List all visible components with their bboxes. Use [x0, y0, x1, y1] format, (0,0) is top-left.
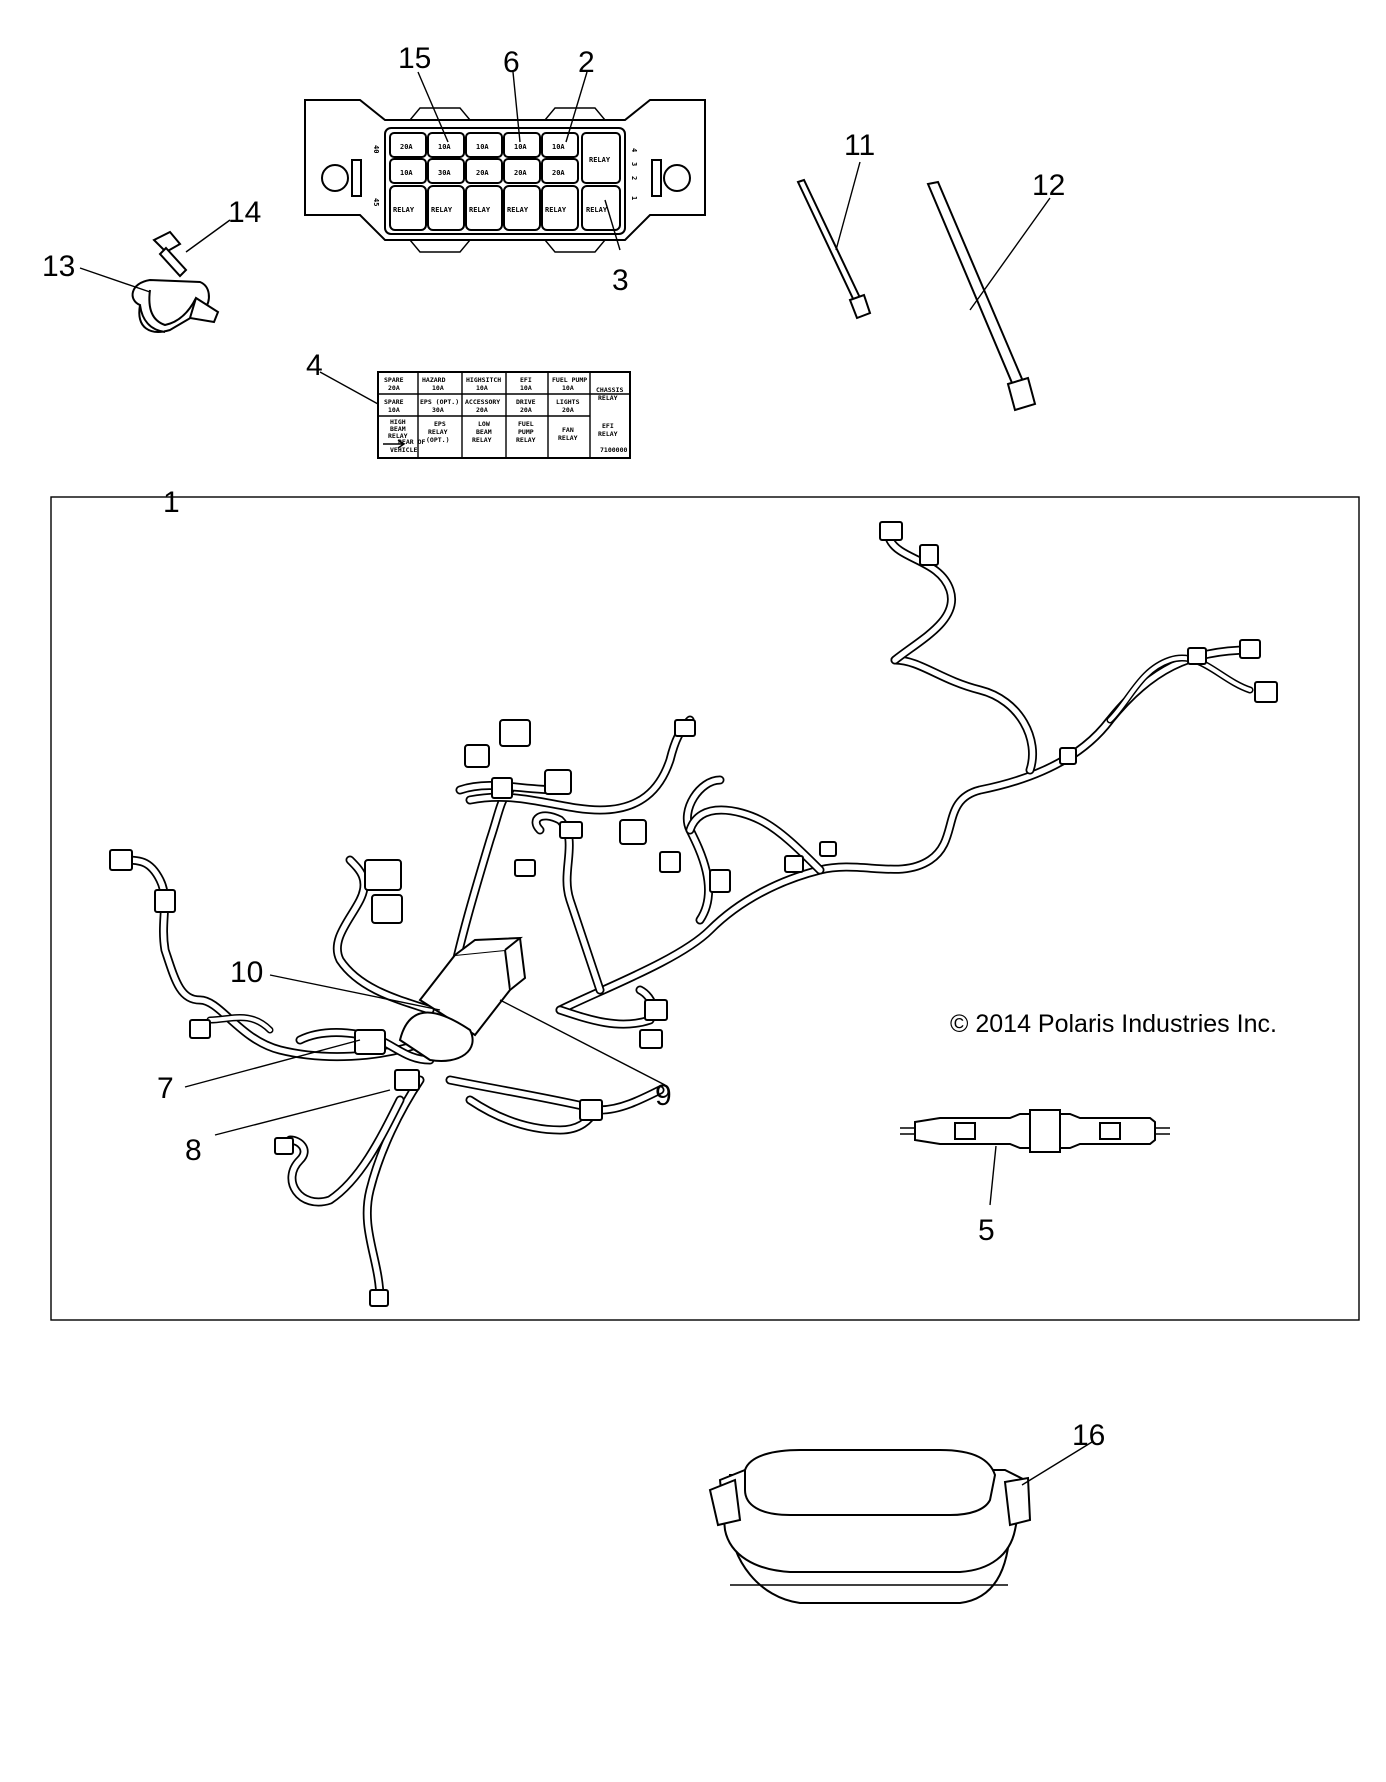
label-r1c3-a: HIGHSITCH — [466, 376, 501, 384]
fuse-row-1: 20A 10A 10A 10A 10A RELAY — [389, 132, 621, 184]
label-r3c3-c: RELAY — [472, 436, 492, 444]
label-part-no: 7100000 — [600, 446, 627, 454]
callout-2: 2 — [578, 46, 595, 79]
callout-6: 6 — [503, 46, 520, 79]
label-r3c2-b: RELAY — [428, 428, 448, 436]
callout-7: 7 — [157, 1072, 174, 1105]
callout-14: 14 — [228, 196, 261, 229]
label-r1c3-b: 10A — [476, 384, 488, 392]
fuse-row-2: 10A 30A 20A 20A 20A — [389, 158, 579, 184]
fuse-r2-5: 20A — [552, 169, 565, 177]
label-r3c4-c: RELAY — [516, 436, 536, 444]
label-r3c1-b: BEAM — [390, 425, 406, 433]
cable-tie-large — [926, 180, 1037, 412]
label-r1c1-b: 20A — [388, 384, 400, 392]
harness-fuse-housing — [398, 936, 527, 1062]
fuse-r1-3: 10A — [476, 143, 489, 151]
fuse-box-num-1: 1 — [630, 196, 638, 200]
label-r3c3-b: BEAM — [476, 428, 492, 436]
fuse-r1-2: 10A — [438, 143, 451, 151]
fuse-label: SPARE 20A HAZARD 10A HIGHSITCH 10A EFI 1… — [377, 371, 631, 459]
callout-9: 9 — [655, 1079, 672, 1112]
fuse-r2-3: 20A — [476, 169, 489, 177]
label-r1c5-b: 10A — [562, 384, 574, 392]
fuse-r2-1: 10A — [400, 169, 413, 177]
copyright: © 2014 Polaris Industries Inc. — [950, 1010, 1277, 1038]
label-r2c1-b: 10A — [388, 406, 400, 414]
relay-5: RELAY — [545, 206, 567, 214]
fuse-r1-5: 10A — [552, 143, 565, 151]
relay-1: RELAY — [393, 206, 415, 214]
label-r1c1-a: SPARE — [384, 376, 404, 384]
fuse-box-num-4: 4 — [630, 148, 638, 152]
label-r2c3-b: 20A — [476, 406, 488, 414]
relay-2: RELAY — [431, 206, 453, 214]
label-r1c2-a: HAZARD — [422, 376, 446, 384]
label-r3c3-a: LOW — [478, 420, 490, 428]
label-r2c5-a: LIGHTS — [556, 398, 580, 406]
relay-3: RELAY — [469, 206, 491, 214]
fuse-r1-6: RELAY — [589, 156, 611, 164]
callout-1: 1 — [163, 486, 180, 519]
label-r3c4-a: FUEL — [518, 420, 534, 428]
inline-fuse-holder — [900, 1109, 1170, 1153]
label-r3c1-c: RELAY — [388, 432, 408, 440]
relay-4: RELAY — [507, 206, 529, 214]
label-r2c2-b: 30A — [432, 406, 444, 414]
label-r2c2-a: EPS (OPT.) — [420, 398, 459, 406]
fuse-r1-1: 20A — [400, 143, 413, 151]
fuse-box-cover — [708, 1449, 1032, 1604]
label-r1c2-b: 10A — [432, 384, 444, 392]
label-r3c6-b: RELAY — [598, 430, 618, 438]
label-r2c1-a: SPARE — [384, 398, 404, 406]
fuse-r1-4: 10A — [514, 143, 527, 151]
fuse-box-num-3: 3 — [630, 162, 638, 166]
callout-13: 13 — [42, 250, 75, 283]
harness-connectors — [109, 521, 1278, 1307]
callout-3: 3 — [612, 264, 629, 297]
fuse-box: 20A 10A 10A 10A 10A RELAY 10A 30A 20A 20… — [304, 99, 706, 253]
label-r2c5-b: 20A — [562, 406, 574, 414]
clamp — [131, 278, 220, 333]
callout-10: 10 — [230, 956, 263, 989]
relay-6: RELAY — [586, 206, 608, 214]
label-r1c5-a: FUEL PUMP — [552, 376, 587, 384]
label-r3c4-b: PUMP — [518, 428, 534, 436]
label-r2c4-b: 20A — [520, 406, 532, 414]
label-r3c6-a: EFI — [602, 422, 614, 430]
fuse-box-side-bottom: 45 — [372, 198, 380, 206]
callout-11: 11 — [844, 129, 875, 162]
label-r3c5-b: RELAY — [558, 434, 578, 442]
callout-16: 16 — [1072, 1419, 1105, 1452]
label-r3c5-a: FAN — [562, 426, 574, 434]
callout-4: 4 — [306, 349, 323, 382]
cable-tie-small — [796, 178, 872, 320]
relay-row: RELAY RELAY RELAY RELAY RELAY RELAY — [389, 185, 621, 231]
fuse-r2-2: 30A — [438, 169, 451, 177]
label-chassis-a: CHASSIS — [596, 386, 623, 394]
label-r1c4-b: 10A — [520, 384, 532, 392]
callout-12: 12 — [1032, 169, 1065, 202]
fuse-box-num-2: 2 — [630, 176, 638, 180]
label-r2c3-a: ACCESSORY — [465, 398, 500, 406]
label-rear-a: REAR OF — [398, 438, 425, 446]
label-r3c2-c: (OPT.) — [426, 436, 449, 444]
label-chassis-b: RELAY — [598, 394, 618, 402]
label-r1c4-a: EFI — [520, 376, 532, 384]
label-rear-b: VEHICLE — [390, 446, 417, 454]
fuse-r2-4: 20A — [514, 169, 527, 177]
fuse-box-side-top: 40 — [372, 145, 380, 153]
callout-15: 15 — [398, 42, 431, 75]
label-r3c2-a: EPS — [434, 420, 446, 428]
label-r2c4-a: DRIVE — [516, 398, 536, 406]
label-r3c1-a: HIGH — [390, 418, 406, 426]
screw — [152, 230, 188, 278]
wire-harness — [115, 535, 1255, 1305]
harness-frame — [50, 496, 1360, 1321]
callout-5: 5 — [978, 1214, 995, 1247]
callout-8: 8 — [185, 1134, 202, 1167]
